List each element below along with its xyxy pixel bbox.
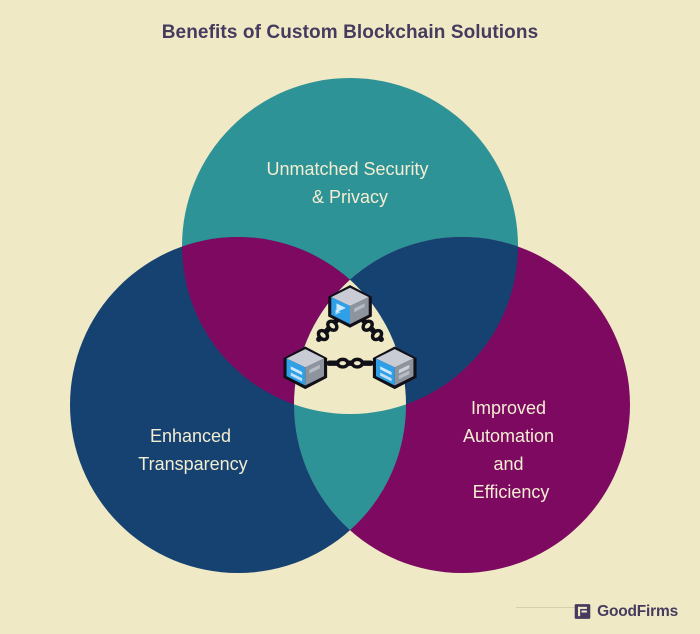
venn-overlap-center xyxy=(294,237,406,414)
venn-label-left-line2: Transparency xyxy=(138,454,247,474)
venn-label-top: Unmatched Security & Privacy xyxy=(266,159,433,207)
blockchain-cube-top xyxy=(328,285,372,328)
venn-diagram: Unmatched Security & Privacy Enhanced Tr… xyxy=(70,78,630,573)
venn-label-right-line2: Automation xyxy=(463,426,554,446)
blockchain-cube-right xyxy=(372,346,417,390)
blockchain-cube-left xyxy=(283,346,328,390)
venn-label-right-line1: Improved xyxy=(471,398,546,418)
blockchain-icon xyxy=(283,285,417,390)
goodfirms-logo-icon xyxy=(574,604,591,619)
venn-label-left: Enhanced Transparency xyxy=(138,426,247,474)
venn-label-left-line1: Enhanced xyxy=(150,426,231,446)
venn-label-top-line1: Unmatched Security xyxy=(266,159,428,179)
footer-divider xyxy=(516,607,576,608)
venn-label-right-line3: and xyxy=(493,454,523,474)
venn-label-right: Improved Automation and Efficiency xyxy=(463,398,559,502)
footer-bar: GoodFirms xyxy=(0,582,700,634)
venn-label-top-line2: & Privacy xyxy=(312,187,388,207)
goodfirms-brand-name: GoodFirms xyxy=(597,602,678,620)
venn-svg: Unmatched Security & Privacy Enhanced Tr… xyxy=(70,78,630,573)
goodfirms-logo[interactable]: GoodFirms xyxy=(574,603,678,620)
venn-label-right-line4: Efficiency xyxy=(473,482,550,502)
page-title: Benefits of Custom Blockchain Solutions xyxy=(161,22,539,43)
